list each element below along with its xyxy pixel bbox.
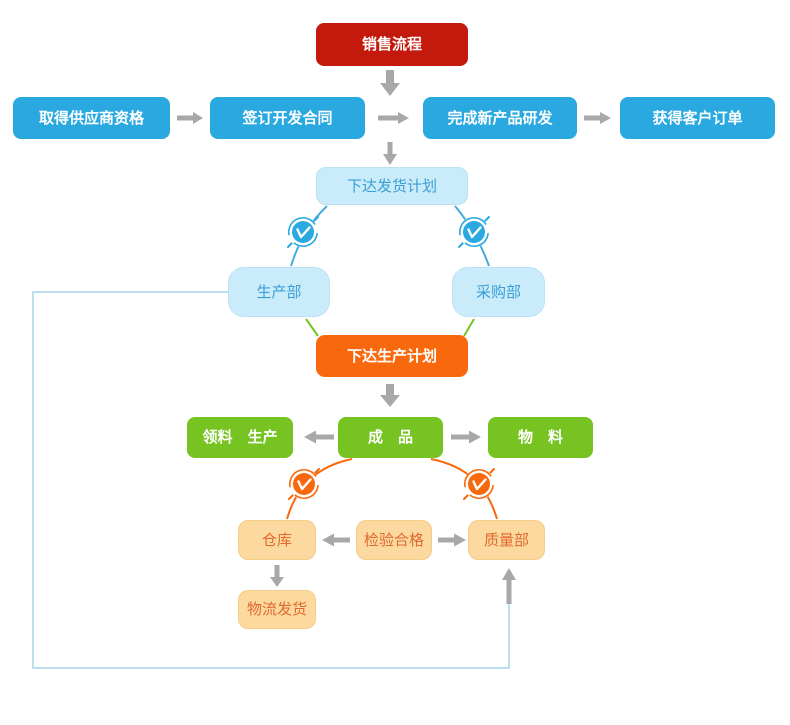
node-material-picking: 领料 生产 [187,417,293,458]
arrow-productionplan-down [380,384,400,407]
arrow-sales-down [380,70,400,96]
node-production-dept: 生产部 [228,267,330,317]
arrow-to-shipplan [383,142,397,165]
node-quality-dept: 质量部 [468,520,545,560]
arrow-feedback-quality-up [502,568,516,604]
clock-icon [286,466,322,502]
arrow-develop-order [584,112,611,124]
node-supplier-qualification: 取得供应商资格 [13,97,170,139]
clock-icon [456,214,492,250]
edge-feedback-line [32,291,510,669]
edge-production-plan-right [463,318,475,337]
node-sales-process: 销售流程 [316,23,468,66]
arrow-warehouse-logistics [270,565,284,587]
node-warehouse: 仓库 [238,520,316,560]
node-shipping-plan: 下达发货计划 [316,167,468,205]
node-sign-contract: 签订开发合同 [210,97,365,139]
edge-production-plan-left [305,318,319,337]
node-logistics-shipping: 物流发货 [238,590,316,629]
node-production-plan: 下达生产计划 [316,335,468,377]
clock-icon [461,466,497,502]
arrow-inspection-quality [438,533,466,547]
arrow-inspection-warehouse [322,533,350,547]
gray-arrows [177,70,611,604]
arrow-supplier-contract [177,112,203,124]
clock-icon [285,214,321,250]
arrow-contract-develop [378,112,409,124]
node-inspection-passed: 检验合格 [356,520,432,560]
arrow-finished-picking [304,430,334,444]
node-purchasing-dept: 采购部 [452,267,545,317]
node-finished-goods: 成 品 [338,417,443,458]
arrow-finished-materials [451,430,481,444]
node-materials: 物 料 [488,417,593,458]
node-develop-product: 完成新产品研发 [423,97,577,139]
node-customer-order: 获得客户订单 [620,97,775,139]
